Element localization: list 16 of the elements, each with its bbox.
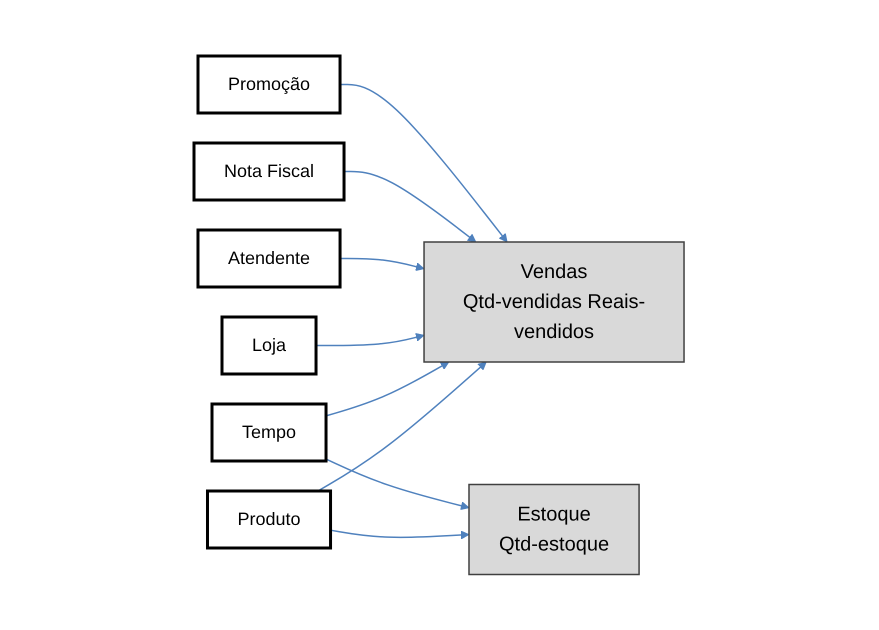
node-box: Loja (220, 315, 318, 376)
arrow (340, 84, 508, 242)
node-box: Vendas Qtd-vendidas Reais-vendidos (424, 241, 686, 362)
arrow (316, 332, 425, 346)
node-box: Nota Fiscal (192, 141, 346, 202)
node-box: Estoque Qtd-estoque (468, 484, 640, 575)
arrow (326, 458, 470, 510)
arrow (330, 529, 470, 540)
node-box: Atendente (196, 228, 342, 288)
arrow (340, 258, 425, 271)
arrow (318, 361, 488, 492)
arrow (326, 361, 450, 416)
node-box: Tempo (210, 402, 328, 462)
arrow (344, 170, 477, 242)
node-box: Produto (206, 489, 333, 550)
node-box: Promoção (196, 54, 342, 114)
